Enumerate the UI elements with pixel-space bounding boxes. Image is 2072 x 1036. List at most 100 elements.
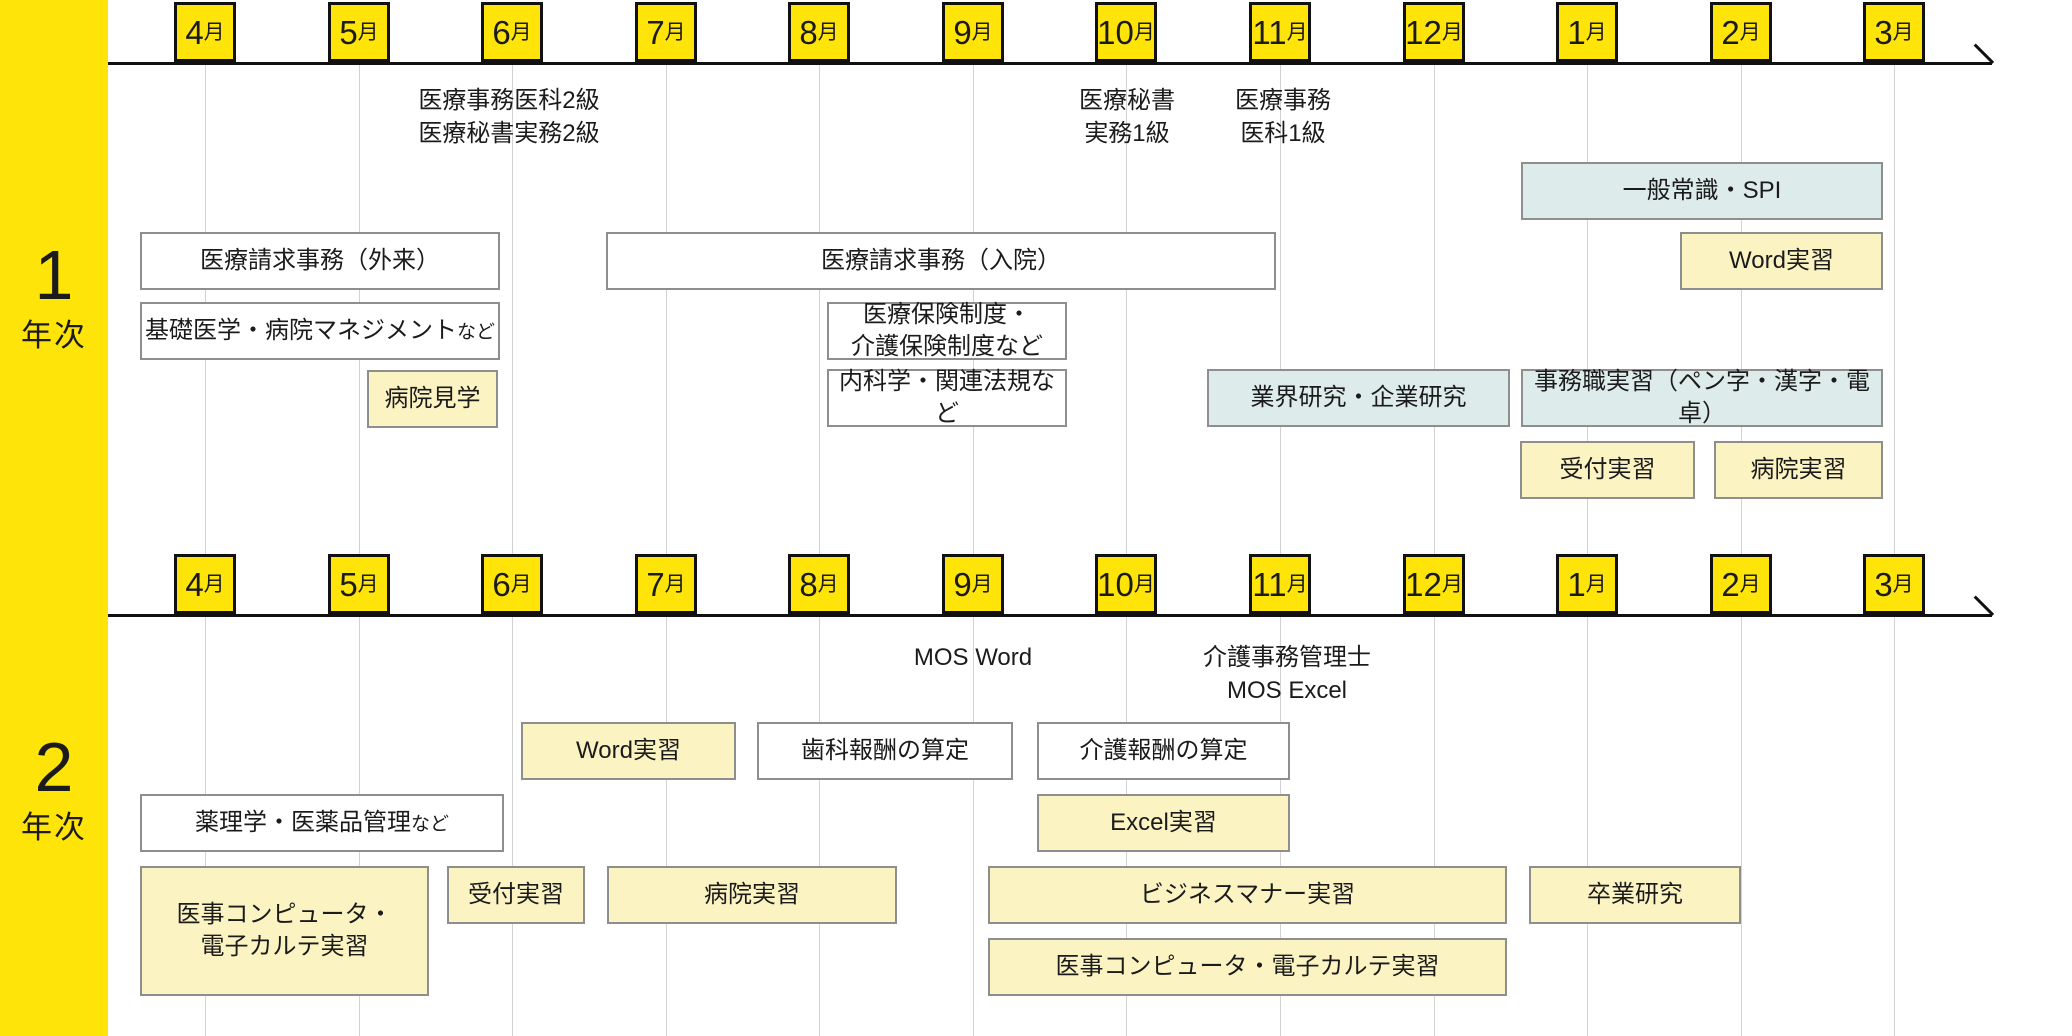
gantt-box-label: Word実習: [1729, 247, 1834, 275]
month-unit: 月: [1133, 572, 1155, 596]
month-number: 4: [185, 565, 204, 603]
month-unit: 月: [1739, 572, 1761, 596]
month-unit: 月: [1585, 20, 1607, 44]
year2-label: 2 年次: [0, 732, 108, 843]
annotation-year2-0: MOS Word: [913, 644, 1033, 671]
timeline-axis-year2: [108, 614, 1992, 617]
gantt-box-label: 病院実習: [704, 881, 800, 909]
gridline-year1-11月: [1280, 65, 1281, 614]
gantt-box-label: 病院見学: [384, 385, 481, 413]
gantt-box-year2: 歯科報酬の算定: [757, 722, 1013, 780]
gantt-box-label: 医療請求事務（外来）: [200, 247, 440, 275]
gantt-box-label: 医事コンピュータ・電子カルテ実習: [1055, 953, 1440, 981]
gantt-box-label: 病院実習: [1750, 456, 1847, 484]
month-unit: 月: [357, 20, 379, 44]
gridline-year2-2月: [1741, 617, 1742, 1036]
month-unit: 月: [357, 572, 379, 596]
month-number: 11: [1252, 565, 1287, 603]
year1-suffix: 年次: [21, 318, 87, 353]
month-number: 1: [1567, 565, 1586, 603]
month-number: 1: [1567, 13, 1586, 51]
gridline-year1-6月: [512, 65, 513, 614]
gantt-box-label: 医療請求事務（入院）: [821, 247, 1061, 275]
year2-number: 2: [34, 728, 74, 806]
month-unit: 月: [971, 20, 993, 44]
year-side-band: [0, 0, 108, 1036]
gantt-box-label-suffix: など: [456, 322, 495, 344]
gridline-year2-9月: [973, 617, 974, 1036]
gridline-year1-10月: [1126, 65, 1127, 614]
gantt-box-year2: Word実習: [521, 722, 736, 780]
gantt-box-label-line: 医事コンピュータ・: [176, 901, 393, 929]
gantt-box-label: ビジネスマナー実習: [1139, 881, 1356, 909]
gridline-year1-2月: [1741, 65, 1742, 614]
month-number: 6: [492, 13, 511, 51]
month-number: 3: [1874, 565, 1893, 603]
month-number: 7: [646, 565, 665, 603]
gantt-box-label: 内科学・関連法規など: [839, 368, 1055, 427]
gantt-box-year1: 医療請求事務（入院）: [606, 232, 1276, 290]
month-unit: 月: [1441, 572, 1463, 596]
timeline-axis-end-tick-year2: [1973, 595, 1995, 616]
gridline-year2-8月: [819, 617, 820, 1036]
month-unit: 月: [510, 572, 532, 596]
month-unit: 月: [510, 20, 532, 44]
month-number: 5: [339, 565, 358, 603]
gridline-year2-3月: [1894, 617, 1895, 1036]
gantt-box-year1: Word実習: [1680, 232, 1883, 290]
gantt-box-label: 薬理学・医薬品管理など: [194, 809, 449, 837]
gantt-box-year1: 業界研究・企業研究: [1207, 369, 1510, 427]
gantt-box-year1: 病院見学: [367, 370, 498, 428]
month-number: 5: [339, 13, 358, 51]
annotation-year1-2: 医療事務 医科1級: [1235, 87, 1331, 147]
gantt-box-year2: 医事コンピュータ・電子カルテ実習: [988, 938, 1507, 996]
gridline-year2-6月: [512, 617, 513, 1036]
gridline-year2-7月: [666, 617, 667, 1036]
gantt-box-label: 受付実習: [468, 881, 564, 909]
month-unit: 月: [664, 572, 686, 596]
gridline-year1-12月: [1434, 65, 1435, 614]
timeline-axis-year1: [108, 62, 1992, 65]
gantt-box-year1: 医療保険制度・介護保険制度など: [827, 301, 1067, 360]
month-number: 9: [953, 565, 972, 603]
gridline-year1-1月: [1587, 65, 1588, 614]
month-number: 3: [1874, 13, 1893, 51]
gantt-box-label: 業界研究・企業研究: [1250, 384, 1467, 412]
gantt-box-label-suffix: など: [410, 814, 449, 836]
month-unit: 月: [1441, 20, 1463, 44]
month-unit: 月: [1892, 20, 1914, 44]
month-number: 8: [799, 565, 818, 603]
month-unit: 月: [971, 572, 993, 596]
month-unit: 月: [664, 20, 686, 44]
annotation-year1-1: 医療秘書 実務1級: [1079, 87, 1175, 147]
month-number: 7: [646, 13, 665, 51]
gantt-box-year1: 事務職実習（ペン字・漢字・電卓）: [1521, 368, 1883, 427]
month-number: 8: [799, 13, 818, 51]
month-unit: 月: [1286, 572, 1308, 596]
month-unit: 月: [1585, 572, 1607, 596]
month-number: 9: [953, 13, 972, 51]
month-unit: 月: [1286, 20, 1308, 44]
timeline-axis-end-tick-year1: [1973, 43, 1995, 64]
month-unit: 月: [817, 20, 839, 44]
gantt-box-label: 基礎医学・病院マネジメントなど: [144, 317, 495, 345]
year2-suffix: 年次: [21, 810, 87, 845]
year1-label: 1 年次: [0, 240, 108, 351]
